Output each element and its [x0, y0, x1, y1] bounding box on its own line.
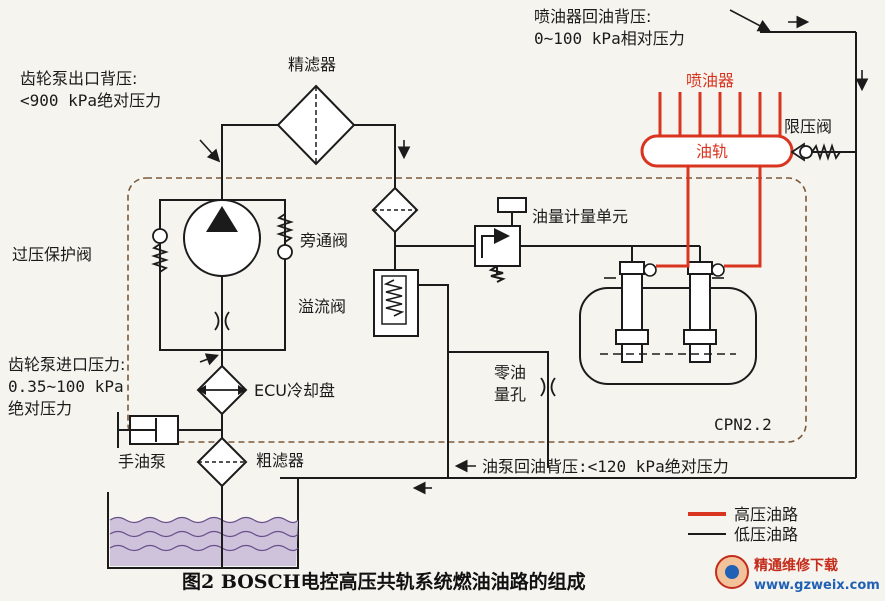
orifice-symbol — [214, 311, 230, 331]
hand-pump — [117, 412, 179, 448]
bypass-label: 旁通阀 — [300, 231, 348, 250]
overpressure-valve — [151, 228, 169, 273]
ecu-label: ECU冷却盘 — [254, 381, 335, 400]
injector-return-value: 0~100 kPa相对压力 — [534, 29, 685, 48]
coarse-filter — [196, 436, 248, 488]
high-pressure-pump — [579, 261, 757, 385]
cpn-dashed-boundary — [127, 177, 807, 443]
gear-pump-outlet-value: <900 kPa绝对压力 — [20, 91, 161, 110]
injector-return-title: 喷油器回油背压: — [534, 7, 651, 26]
gear-pump-outlet-title: 齿轮泵出口背压: — [20, 69, 137, 88]
watermark-name: 精通维修下载 — [754, 557, 838, 574]
limiter-label: 限压阀 — [784, 117, 832, 136]
gear-pump-inlet-value1: 0.35~100 kPa — [8, 377, 124, 396]
overflow-valve — [373, 269, 419, 337]
zero-orifice-label2: 量孔 — [494, 385, 526, 404]
bypass-valve — [276, 213, 294, 260]
gear-pump-inlet-value2: 绝对压力 — [8, 399, 72, 418]
overpressure-label: 过压保护阀 — [12, 245, 92, 264]
legend-low-label: 低压油路 — [734, 525, 798, 544]
zero-orifice-label1: 零油 — [494, 363, 526, 382]
fine-filter — [276, 84, 356, 166]
hand-pump-label: 手油泵 — [118, 452, 166, 471]
watermark-url: www.gzweix.com — [754, 578, 880, 593]
fuel-tank — [107, 492, 299, 569]
overflow-label: 溢流阀 — [298, 297, 346, 316]
coarse-filter-label: 粗滤器 — [256, 451, 304, 470]
legend-high-label: 高压油路 — [734, 505, 798, 524]
ecu-cooling-plate — [196, 364, 248, 416]
watermark: 精通维修下载 www.gzweix.com — [715, 555, 880, 593]
gear-pump-inlet-title: 齿轮泵进口压力: — [8, 355, 125, 374]
legend-swatches — [688, 512, 726, 535]
fine-filter-label: 精滤器 — [288, 55, 336, 74]
rail-label: 油轨 — [696, 142, 728, 161]
gear-pump — [183, 199, 261, 277]
flow-arrows — [199, 9, 869, 495]
cpn-label: CPN2.2 — [714, 415, 772, 434]
small-filter — [371, 186, 419, 234]
zero-orifice — [540, 377, 556, 397]
figure-caption: 图2 BOSCH电控高压共轨系统燃油油路的组成 — [182, 570, 586, 593]
high-pressure-lines — [656, 166, 762, 268]
pressure-limiter — [790, 142, 841, 162]
injector-label: 喷油器 — [686, 71, 734, 90]
pump-return-label: 油泵回油背压:<120 kPa绝对压力 — [482, 457, 729, 476]
metering-label: 油量计量单元 — [532, 207, 628, 226]
metering-unit — [474, 197, 527, 283]
